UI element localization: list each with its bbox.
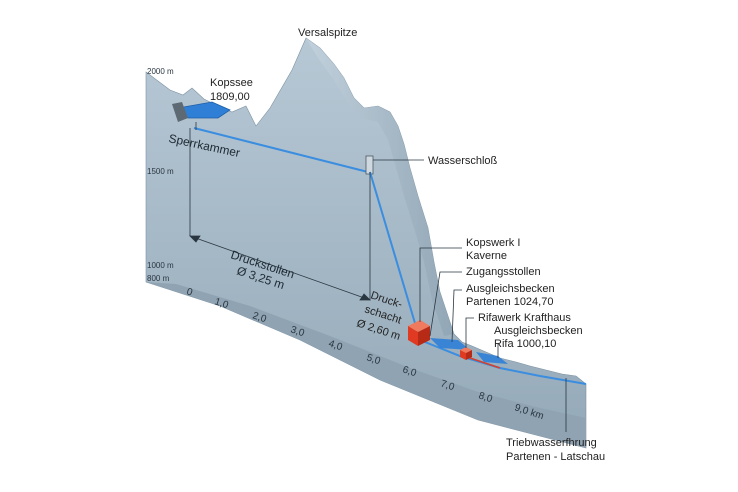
elevation-label: 1500 m (147, 167, 174, 176)
dam (172, 102, 188, 122)
lake-level: 1809,00 (210, 91, 250, 103)
distance-label: 6,0 (401, 364, 418, 379)
ausgleich-rifa-label-1: Ausgleichsbecken (494, 325, 583, 337)
rifawerk-label: Rifawerk Krafthaus (478, 312, 571, 324)
druckschacht-pipe (369, 171, 421, 341)
distance-label: 1,0 (213, 296, 230, 311)
ground-strip (146, 282, 586, 448)
distance-label: 2,0 (251, 310, 268, 325)
triebwasser-label-2: Partenen - Latschau (506, 451, 605, 463)
kopswerk-label-1: Kopswerk I (466, 237, 520, 249)
triebwasser-label-1: Triebwasserfhrung (506, 437, 597, 449)
ausgleichsbecken-partenen (430, 338, 470, 350)
wasserschloss-shaft (365, 155, 374, 175)
elevation-label: 800 m (147, 274, 170, 283)
distance-label: 0 (185, 286, 194, 298)
rifawerk-building (460, 347, 472, 360)
ausgleich-rifa-label-2: Rifa 1000,10 (494, 338, 556, 350)
kopswerk-cavern (408, 320, 430, 346)
distance-label: 5,0 (365, 352, 382, 367)
kopswerk-label-2: Kaverne (466, 250, 507, 262)
zugangsstollen-label: Zugangsstollen (466, 266, 541, 278)
distance-label: 8,0 (477, 390, 494, 405)
lake-name: Kopssee (210, 77, 253, 89)
ausgleichsbecken-rifa (476, 352, 508, 364)
druckstollen-pipe (193, 127, 369, 173)
druckstollen-dimension (189, 128, 371, 301)
leader-lines (195, 122, 567, 432)
wasserschloss-label: Wasserschloß (428, 155, 498, 167)
elevation-label: 1000 m (147, 261, 174, 270)
ausgleich-partenen-label-1: Ausgleichsbecken (466, 283, 555, 295)
rifa-channel (469, 357, 501, 369)
distance-label: 4,0 (327, 338, 344, 353)
mountain-depth-face (306, 38, 454, 336)
elevation-label: 2000 m (147, 67, 174, 76)
ausgleich-partenen-label-2: Partenen 1024,70 (466, 296, 553, 308)
peak-label: Versalspitze (298, 27, 357, 39)
distance-label: 3,0 (289, 324, 306, 339)
distance-label: 7,0 (439, 378, 456, 393)
